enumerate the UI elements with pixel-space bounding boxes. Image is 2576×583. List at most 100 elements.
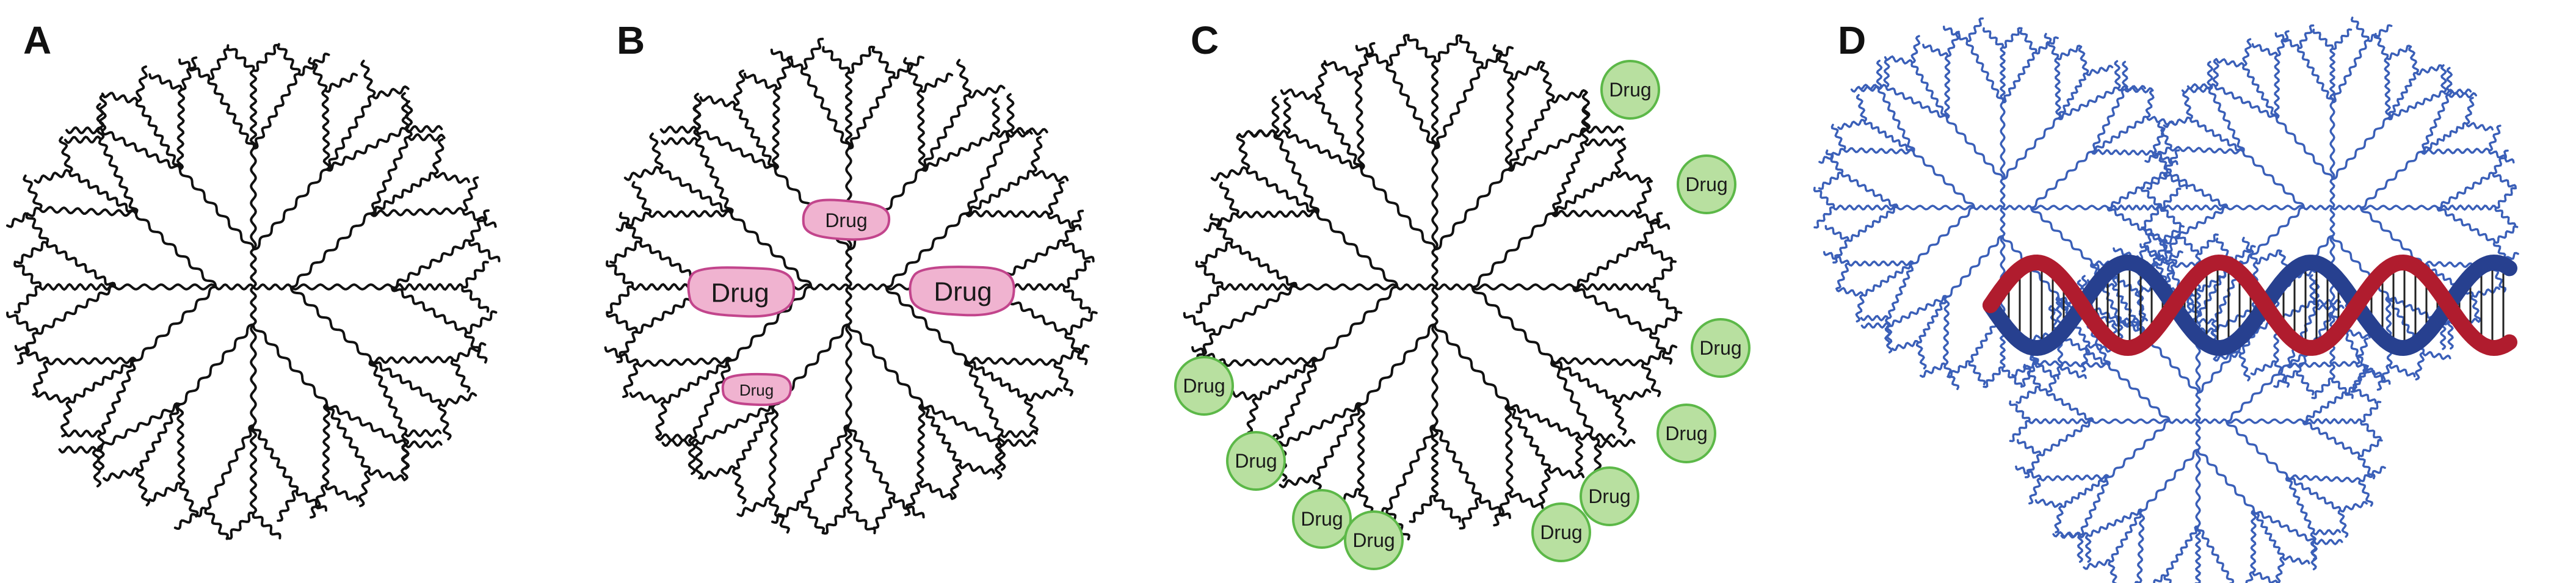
dendrimer-branch bbox=[367, 469, 405, 481]
dendrimer-branch bbox=[2386, 45, 2412, 60]
dendrimer-branch bbox=[2036, 360, 2110, 369]
dendrimer-branch bbox=[1023, 397, 1039, 434]
dendrimer-branch bbox=[994, 441, 1003, 480]
dendrimer-branch bbox=[2367, 24, 2393, 43]
dendrimer-branch bbox=[2106, 171, 2166, 209]
dendrimer-branch bbox=[468, 209, 490, 242]
dendrimer-branch bbox=[2108, 560, 2117, 583]
dendrimer-branch bbox=[307, 57, 328, 92]
dendrimer-branch bbox=[1585, 125, 1624, 134]
dendrimer-branch bbox=[2442, 88, 2472, 96]
dendrimer-branch bbox=[2365, 368, 2391, 385]
dendrimer-branch bbox=[2297, 24, 2315, 49]
dendrimer-branch bbox=[250, 323, 257, 427]
dendrimer-branch bbox=[801, 424, 850, 504]
dendrimer-branch bbox=[2197, 233, 2219, 255]
drug-label: Drug bbox=[1352, 529, 1395, 551]
dendrimer-branch bbox=[58, 445, 98, 454]
dendrimer-branch bbox=[1946, 31, 1960, 57]
dendrimer-branch bbox=[2252, 509, 2316, 543]
dendrimer-branch bbox=[296, 490, 327, 512]
dendrimer-branch bbox=[96, 103, 105, 141]
dendrimer-branch bbox=[437, 402, 452, 441]
dendrimer-branch bbox=[13, 285, 42, 314]
dendrimer-branch bbox=[1649, 331, 1673, 365]
dendrimer-branch bbox=[2464, 96, 2475, 125]
dendrimer-branch bbox=[1813, 186, 1835, 209]
dendrimer-branch bbox=[965, 129, 1012, 215]
dendrimer-branch bbox=[768, 498, 790, 534]
dendrimer-branch bbox=[1224, 357, 1319, 368]
dendrimer-branch bbox=[1818, 148, 1845, 164]
dendrimer-branch bbox=[1213, 284, 1298, 336]
dendrimer-branch bbox=[2056, 45, 2083, 60]
dendrimer-branch bbox=[1982, 27, 2005, 49]
dendrimer-branch bbox=[2302, 205, 2334, 211]
dendrimer-branch bbox=[1614, 388, 1652, 404]
dendrimer-branch bbox=[1583, 138, 1621, 147]
dendrimer-branch bbox=[2124, 86, 2154, 94]
dendrimer-branch bbox=[1009, 126, 1048, 136]
dendrimer-branch bbox=[1279, 474, 1317, 489]
dendrimer-branch bbox=[2057, 86, 2119, 121]
dendrimer-branch bbox=[2149, 252, 2175, 267]
dendrimer-branch bbox=[2169, 145, 2244, 155]
dendrimer-branch bbox=[916, 89, 926, 171]
dendrimer-branch bbox=[2331, 205, 2362, 211]
dendrimer-branch bbox=[180, 56, 198, 91]
dendrimer-branch bbox=[100, 359, 137, 435]
dendrimer-branch bbox=[101, 92, 139, 104]
dendrimer-branch bbox=[699, 95, 736, 107]
drug-label: Drug bbox=[1699, 337, 1741, 359]
dendrimer-branch bbox=[2038, 386, 2094, 422]
dendrimer-branch bbox=[2494, 206, 2517, 228]
dendrimer-branch bbox=[623, 165, 662, 181]
dendrimer-branch bbox=[178, 323, 255, 406]
dendrimer-branch bbox=[655, 400, 667, 438]
dendrimer-branch bbox=[1968, 360, 1986, 386]
dendrimer-branch bbox=[847, 507, 876, 535]
dendrimer-branch bbox=[1862, 261, 1915, 297]
dendrimer-branch bbox=[604, 346, 639, 365]
dendrimer-branch bbox=[1277, 359, 1319, 439]
dendrimer-branch bbox=[1572, 241, 1644, 289]
dendrimer-branch bbox=[2285, 476, 2315, 534]
panel-letter-d: D bbox=[1838, 18, 1866, 62]
dendrimer-branch bbox=[822, 46, 851, 74]
dendrimer-branch bbox=[1876, 59, 1883, 90]
dendrimer-branch bbox=[1551, 357, 1645, 367]
dendrimer-branch bbox=[369, 207, 465, 217]
dendrimer-branch bbox=[2389, 364, 2416, 378]
dendrimer-branch bbox=[2213, 350, 2243, 362]
dendrimer-branch bbox=[771, 87, 780, 171]
dendrimer-branch bbox=[2030, 206, 2093, 265]
dendrimer-branch bbox=[1572, 283, 1652, 291]
dendrimer-branch bbox=[2357, 454, 2376, 480]
dendrimer-branch bbox=[2493, 225, 2519, 244]
dendrimer-branch bbox=[2242, 150, 2306, 209]
dendrimer-branch bbox=[921, 94, 970, 171]
dendrimer-branch bbox=[1945, 234, 2004, 298]
dendrimer-branch bbox=[2017, 439, 2042, 456]
dendrimer-branch bbox=[1221, 283, 1298, 291]
dendrimer-branch bbox=[2352, 364, 2369, 389]
dendrimer-branch bbox=[1830, 123, 1846, 151]
dendrimer-branch bbox=[1315, 96, 1364, 171]
dendrimer-branch bbox=[606, 285, 634, 314]
dendrimer-branch bbox=[2189, 118, 2244, 153]
dendrimer-branch bbox=[23, 174, 43, 211]
dendrimer-branch bbox=[1432, 424, 1482, 500]
dendrimer-branch bbox=[1919, 362, 1947, 378]
dendrimer-branch bbox=[919, 72, 954, 93]
dendrimer-branch bbox=[462, 209, 497, 228]
dendrimer-branch bbox=[60, 400, 72, 438]
dendrimer-branch bbox=[1316, 212, 1399, 288]
drug-label: Drug bbox=[1685, 173, 1727, 195]
dendrimer-branch bbox=[324, 484, 359, 502]
dendrimer-branch bbox=[401, 443, 410, 482]
dendrimer-branch bbox=[844, 71, 853, 150]
dendrimer-branch bbox=[1480, 46, 1514, 70]
dendrimer-branch bbox=[1885, 85, 1948, 120]
dendrimer-branch bbox=[1360, 323, 1436, 406]
dendrimer-branch bbox=[462, 176, 479, 212]
